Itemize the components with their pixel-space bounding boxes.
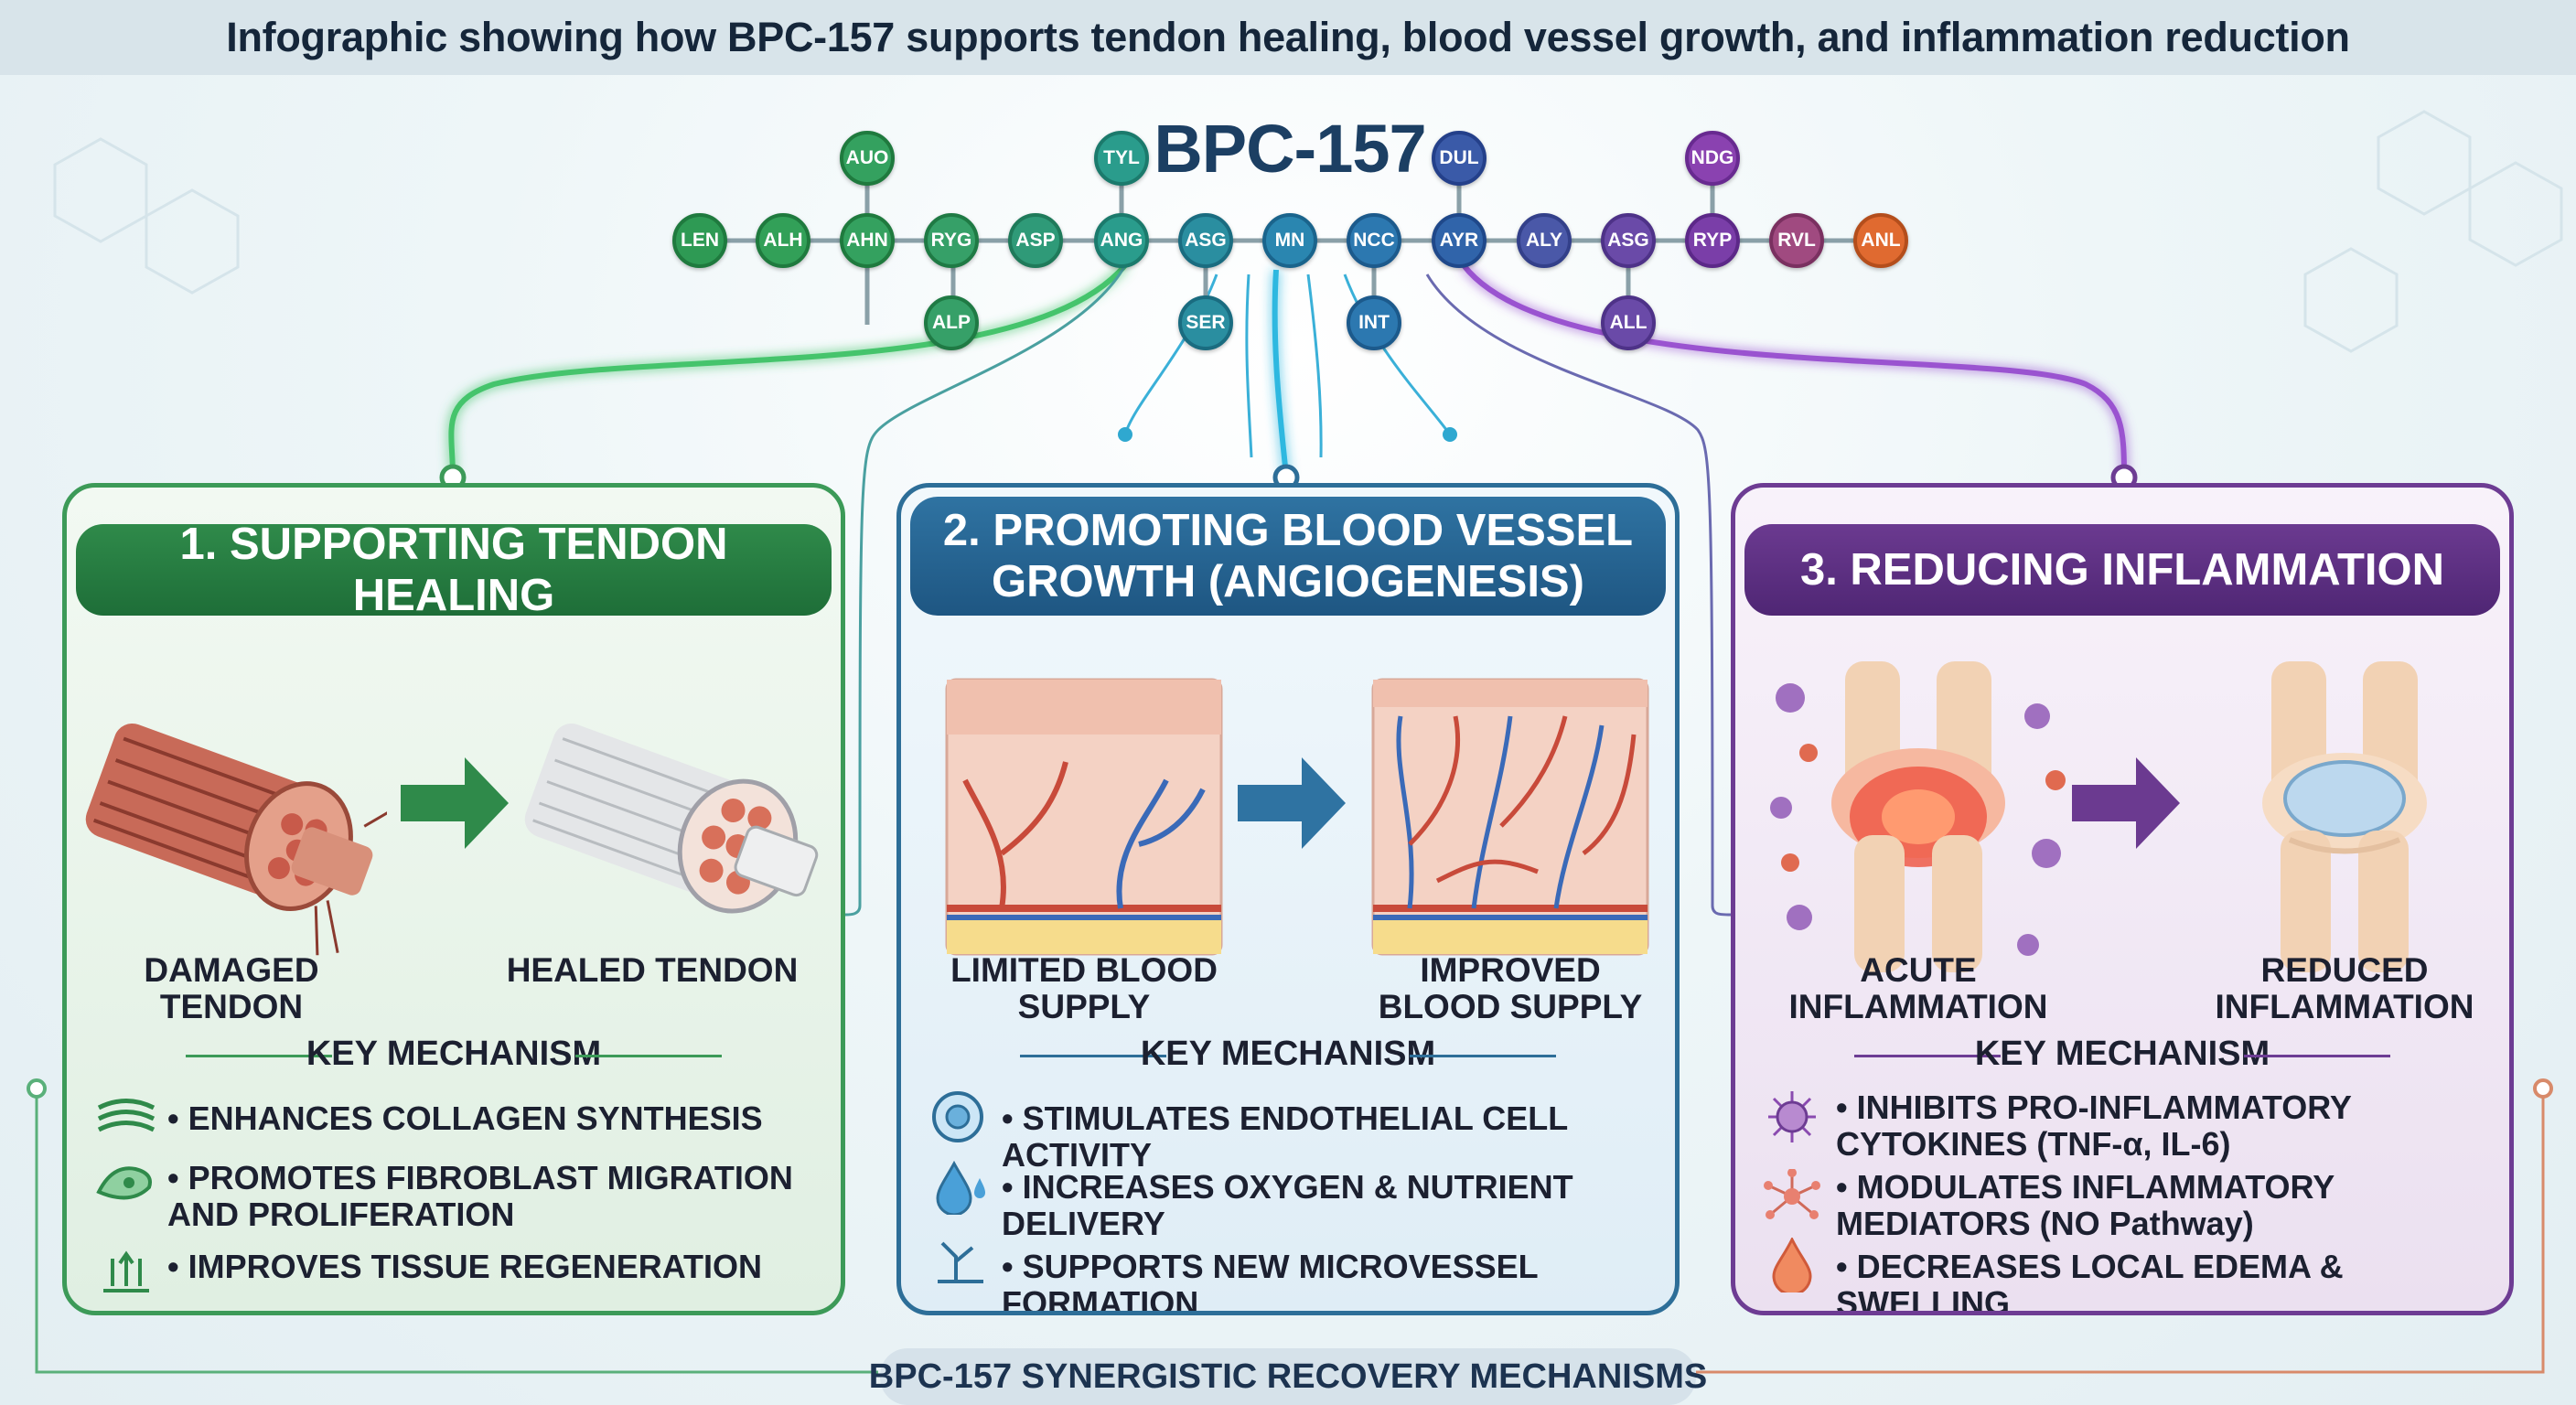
mechanism-item: • DECREASES LOCAL EDEMA & SWELLING (1836, 1248, 2344, 1315)
peptide-branch-node: TYL (1094, 131, 1149, 186)
molecule-name: BPC-157 (1154, 111, 1426, 187)
peptide-node: ASP (1008, 213, 1063, 268)
peptide-branch-node: SER (1178, 295, 1233, 350)
wire-angiogenesis (1272, 269, 1289, 477)
peptide-node: LEN (672, 213, 727, 268)
mechanism-item: • MODULATES INFLAMMATORY MEDIATORS (NO P… (1836, 1168, 2334, 1242)
divider (1020, 1055, 1166, 1057)
peptide-node: NCC (1347, 213, 1401, 268)
arrow-right-icon (2072, 757, 2180, 849)
peptide-node: AYR (1432, 213, 1487, 268)
footer-banner: BPC-157 SYNERGISTIC RECOVERY MECHANISMS (869, 1348, 1707, 1405)
divider (186, 1055, 332, 1057)
healed-tendon-illustration (524, 723, 819, 914)
divider (575, 1055, 722, 1057)
panel-title: 2. PROMOTING BLOOD VESSEL GROWTH (ANGIOG… (910, 497, 1666, 616)
peptide-node: ANG (1094, 213, 1149, 268)
panel-tendon-healing: 1. SUPPORTING TENDON HEALING (62, 483, 845, 1315)
panel-angiogenesis: 2. PROMOTING BLOOD VESSEL GROWTH (ANGIOG… (896, 483, 1680, 1315)
peptide-node: ALH (756, 213, 810, 268)
mechanism-item: • INCREASES OXYGEN & NUTRIENT DELIVERY (1002, 1168, 1573, 1242)
mechanism-item: • SUPPORTS NEW MICROVESSEL FORMATION (1002, 1248, 1539, 1315)
improved-blood-supply-illustration (1371, 678, 1649, 956)
peptide-branch-node: ALP (924, 295, 979, 350)
edema-drop-icon (1772, 1238, 1812, 1292)
mechanism-item: • STIMULATES ENDOTHELIAL CELL ACTIVITY (1002, 1099, 1568, 1174)
divider (2244, 1055, 2390, 1057)
mechanism-heading: KEY MECHANISM (1140, 1035, 1436, 1073)
panel-inflammation: 3. REDUCING INFLAMMATION ACUTE INFLAMMAT… (1731, 483, 2514, 1315)
fibroblast-cell-icon (96, 1166, 152, 1200)
panel-title: 1. SUPPORTING TENDON HEALING (76, 520, 832, 620)
peptide-branch-node: NDG (1685, 131, 1740, 186)
mechanism-heading: KEY MECHANISM (1974, 1035, 2270, 1073)
mechanism-item: • IMPROVES TISSUE REGENERATION (167, 1248, 763, 1285)
peptide-node: ASG (1601, 213, 1656, 268)
panel-title: 3. REDUCING INFLAMMATION (1744, 524, 2500, 616)
peptide-branch-node: AUO (840, 131, 895, 186)
peptide-node: RVL (1769, 213, 1824, 268)
peptide-node: ANL (1853, 213, 1908, 268)
mechanism-item: • PROMOTES FIBROBLAST MIGRATION AND PROL… (167, 1159, 793, 1233)
before-label: LIMITED BLOOD SUPPLY (950, 951, 1218, 1025)
peptide-branch-node: ALL (1601, 295, 1656, 350)
peptide-node: MN (1262, 213, 1317, 268)
mediator-molecule-icon (1764, 1169, 1820, 1219)
peptide-node: AHN (840, 213, 895, 268)
peptide-branch-node: INT (1347, 295, 1401, 350)
mechanism-item: • ENHANCES COLLAGEN SYNTHESIS (167, 1099, 763, 1137)
arrow-right-icon (1238, 757, 1346, 849)
acute-inflammation-illustration (1770, 661, 2066, 972)
divider (1854, 1055, 2001, 1057)
after-label: HEALED TENDON (506, 951, 799, 989)
divider (1410, 1055, 1556, 1057)
water-drop-icon (936, 1160, 985, 1215)
wire-tendon (448, 263, 1128, 477)
reduced-inflammation-illustration (2262, 661, 2427, 972)
microvessel-icon (938, 1241, 983, 1283)
before-label: ACUTE INFLAMMATION (1788, 951, 2048, 1025)
page-title: Infographic showing how BPC-157 supports… (226, 14, 2350, 60)
peptide-node: RYP (1685, 213, 1740, 268)
title-banner: Infographic showing how BPC-157 supports… (0, 0, 2576, 75)
peptide-branch-node: DUL (1432, 131, 1487, 186)
peptide-node: ASG (1178, 213, 1233, 268)
after-label: IMPROVED BLOOD SUPPLY (1378, 951, 1643, 1025)
mechanism-item: • INHIBITS PRO-INFLAMMATORY CYTOKINES (T… (1836, 1089, 2352, 1163)
damaged-tendon-illustration (85, 723, 387, 956)
mechanism-heading: KEY MECHANISM (306, 1035, 602, 1073)
collagen-fiber-icon (97, 1099, 156, 1132)
tissue-regeneration-icon (103, 1250, 149, 1292)
before-label: DAMAGED TENDON (144, 951, 319, 1025)
after-label: REDUCED INFLAMMATION (2215, 951, 2474, 1025)
peptide-node: RYG (924, 213, 979, 268)
peptide-node: ALY (1517, 213, 1572, 268)
endothelial-cell-icon (932, 1091, 983, 1142)
limited-blood-supply-illustration (945, 678, 1223, 956)
cytokine-virus-icon (1768, 1091, 1816, 1142)
arrow-right-icon (401, 757, 509, 849)
wire-inflammation (1461, 263, 2127, 477)
